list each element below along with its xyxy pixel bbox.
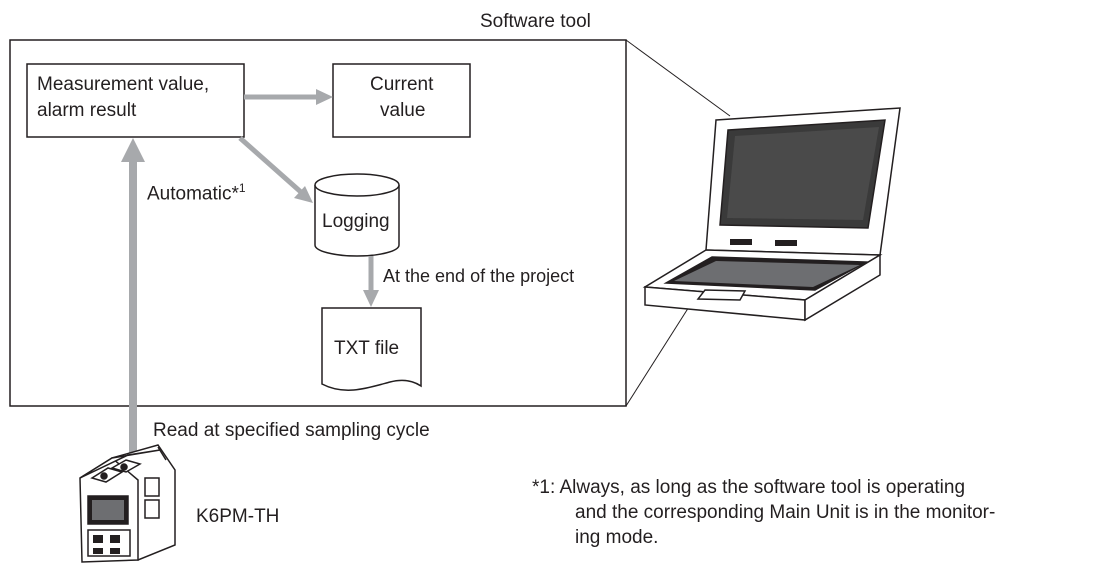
automatic-label: Automatic*1 [147, 176, 246, 206]
connector-line-top [625, 39, 731, 117]
software-tool-label: Software tool [480, 11, 591, 32]
txt-file-label: TXT file [334, 338, 400, 359]
automatic-text: Automatic* [147, 183, 239, 205]
arrow-to-txt [363, 256, 379, 307]
current-value-box [332, 63, 471, 138]
k6pm-th-device-icon [79, 444, 176, 563]
measurement-box [26, 63, 245, 138]
logging-label: Logging [322, 211, 390, 232]
read-cycle-label: Read at specified sampling cycle [153, 420, 430, 441]
laptop-icon [642, 107, 901, 322]
measurement-box-line-1: Measurement value, [37, 74, 210, 95]
measurement-box-line-2: alarm result [37, 100, 137, 121]
footnote-line-2: and the corresponding Main Unit is in th… [575, 502, 996, 523]
footnote-line-3: ing mode. [575, 527, 659, 548]
current-value-line-1: Current [370, 74, 434, 95]
arrow-to-current [244, 89, 333, 105]
arrow-to-logging [238, 136, 313, 203]
footnote-line-1: *1: Always, as long as the software tool… [532, 477, 966, 498]
current-value-line-2: value [380, 100, 426, 121]
end-of-project-label: At the end of the project [383, 266, 575, 286]
arrow-read-cycle [121, 138, 145, 455]
txt-file-document [321, 307, 422, 391]
device-label: K6PM-TH [196, 506, 280, 527]
logging-cylinder [314, 173, 400, 257]
automatic-superscript: 1 [238, 181, 246, 195]
